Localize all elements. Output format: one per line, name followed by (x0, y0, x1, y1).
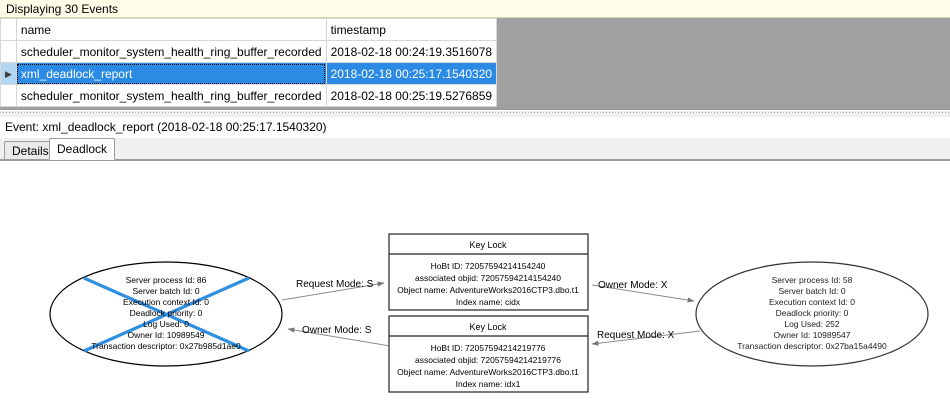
top-key-lock-line-2: Object name: AdventureWorks2016CTP3.dbo.… (397, 285, 579, 295)
left-process-line-3: Deadlock priority: 0 (130, 308, 203, 318)
left-process-line-5: Owner Id: 10989549 (127, 330, 204, 340)
left-process-line-1: Server batch Id: 0 (132, 286, 199, 296)
events-banner: Displaying 30 Events (0, 0, 950, 18)
top-key-lock-line-3: Index name: cidx (456, 297, 521, 307)
event-header: Event: xml_deadlock_report (2018-02-18 0… (0, 117, 950, 137)
tab-details-label: Details (12, 144, 49, 158)
table-row[interactable]: scheduler_monitor_system_health_ring_buf… (0, 84, 498, 107)
row-selector-cell[interactable] (0, 84, 17, 107)
right-process-line-2: Execution context Id: 0 (769, 297, 855, 307)
left-process-line-6: Transaction descriptor: 0x27b985d1ae0 (91, 341, 241, 351)
edge-left-request-label: Request Mode: S (296, 279, 374, 290)
left-process-line-0: Server process Id: 86 (126, 275, 207, 285)
left-process-node[interactable]: Server process Id: 86 Server batch Id: 0… (49, 261, 283, 367)
right-process-line-5: Owner Id: 10989547 (773, 330, 850, 340)
bottom-key-lock-line-0: HoBt ID: 72057594214219776 (431, 343, 546, 353)
bottom-key-lock-line-3: Index name: idx1 (456, 379, 521, 389)
right-process-line-0: Server process Id: 58 (772, 275, 853, 285)
right-process-line-4: Log Used: 252 (784, 319, 840, 329)
right-process-line-3: Deadlock priority: 0 (776, 308, 849, 318)
column-header-selector[interactable] (0, 18, 17, 41)
event-header-text: Event: xml_deadlock_report (2018-02-18 0… (5, 120, 327, 134)
edge-left-owner-label: Owner Mode: S (302, 325, 372, 336)
right-process-line-1: Server batch Id: 0 (778, 286, 845, 296)
edge-right-request-label: Request Mode: X (597, 330, 675, 341)
right-process-node[interactable]: Server process Id: 58 Server batch Id: 0… (695, 261, 929, 367)
cell-timestamp[interactable]: 2018-02-18 00:25:19.5276859 (325, 84, 498, 107)
tab-deadlock-label: Deadlock (57, 142, 108, 156)
right-process-line-6: Transaction descriptor: 0x27ba15a4490 (737, 341, 887, 351)
events-table[interactable]: name timestamp scheduler_monitor_system_… (0, 18, 498, 107)
tab-strip: Details Deadlock (0, 138, 950, 160)
cell-timestamp[interactable]: 2018-02-18 00:25:17.1540320 (325, 62, 498, 85)
table-header-row: name timestamp (0, 18, 498, 41)
bottom-key-lock-title: Key Lock (469, 322, 507, 332)
top-key-lock-line-1: associated objid: 72057594214154240 (415, 273, 561, 283)
cell-name[interactable]: scheduler_monitor_system_health_ring_buf… (15, 40, 327, 63)
table-row[interactable]: scheduler_monitor_system_health_ring_buf… (0, 40, 498, 63)
cell-name[interactable]: scheduler_monitor_system_health_ring_buf… (15, 84, 327, 107)
row-selector-cell[interactable] (0, 40, 17, 63)
events-grid[interactable]: name timestamp scheduler_monitor_system_… (0, 18, 950, 110)
top-key-lock-node[interactable]: Key Lock HoBt ID: 72057594214154240 asso… (388, 233, 589, 311)
left-process-line-2: Execution context Id: 0 (123, 297, 209, 307)
top-key-lock-title: Key Lock (469, 240, 507, 250)
tab-deadlock[interactable]: Deadlock (49, 138, 116, 160)
edge-right-owner: Owner Mode: X (591, 280, 695, 303)
column-header-name[interactable]: name (15, 18, 327, 41)
edge-left-request: Request Mode: S (281, 279, 385, 301)
bottom-key-lock-line-1: associated objid: 72057594214219776 (415, 355, 561, 365)
top-key-lock-line-0: HoBt ID: 72057594214154240 (431, 261, 546, 271)
row-selector-cell-current[interactable]: ▶ (0, 62, 17, 85)
bottom-key-lock-line-2: Object name: AdventureWorks2016CTP3.dbo.… (397, 367, 579, 377)
current-row-arrow-icon: ▶ (5, 68, 12, 79)
left-process-line-4: Log Used: 0 (143, 319, 189, 329)
bottom-key-lock-node[interactable]: Key Lock HoBt ID: 72057594214219776 asso… (388, 315, 589, 393)
cell-name[interactable]: xml_deadlock_report (15, 62, 327, 85)
edge-right-owner-label: Owner Mode: X (598, 280, 668, 291)
deadlock-graph-canvas[interactable]: Request Mode: S Owner Mode: X Owner Mode… (0, 160, 950, 401)
events-banner-text: Displaying 30 Events (6, 1, 119, 16)
column-header-timestamp[interactable]: timestamp (325, 18, 498, 41)
cell-timestamp[interactable]: 2018-02-18 00:24:19.3516078 (325, 40, 498, 63)
tab-strip-underline (0, 159, 950, 160)
tab-details[interactable]: Details (4, 141, 57, 160)
victim-cross-marker (83, 276, 250, 353)
table-row-selected[interactable]: ▶ xml_deadlock_report 2018-02-18 00:25:1… (0, 62, 498, 85)
edge-right-request: Request Mode: X (591, 330, 701, 346)
edge-left-owner: Owner Mode: S (287, 325, 391, 347)
